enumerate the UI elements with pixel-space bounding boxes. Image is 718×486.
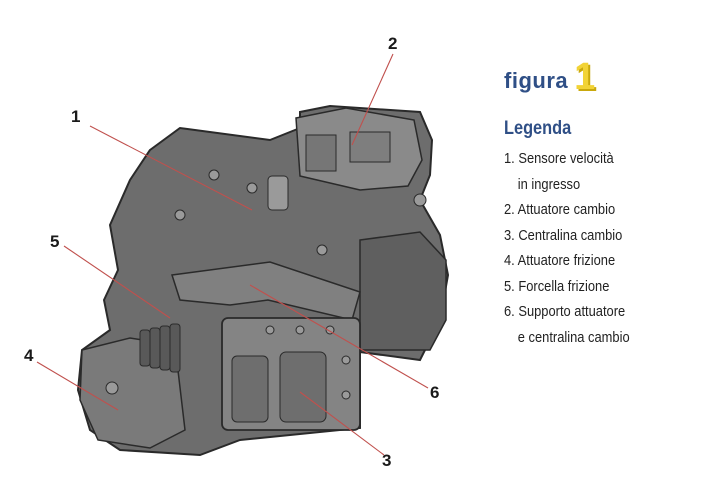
callout-4: 4 bbox=[24, 346, 34, 365]
legend-item-2: 2. Attuatore cambio bbox=[504, 201, 616, 218]
legend-item-6: 6. Supporto attuatore bbox=[504, 303, 626, 320]
callout-5: 5 bbox=[50, 232, 60, 251]
gearbox-body bbox=[76, 104, 450, 457]
legend-item-3: 3. Centralina cambio bbox=[504, 226, 623, 244]
callout-1: 1 bbox=[71, 107, 81, 126]
callout-6: 6 bbox=[430, 383, 440, 402]
legend-list: 1. Sensore velocità in ingresso 2. Attua… bbox=[504, 146, 630, 350]
callout-3: 3 bbox=[382, 451, 392, 470]
figure-label: figura bbox=[504, 68, 569, 93]
legend-title: Legenda bbox=[504, 118, 572, 139]
figure-number: 1 bbox=[574, 56, 596, 98]
legend-item-1: 1. Sensore velocità bbox=[504, 150, 614, 167]
figure-title: figura 1 bbox=[504, 56, 596, 98]
callout-2: 2 bbox=[388, 34, 398, 53]
legend-item-4: 4. Attuatore frizione bbox=[504, 252, 616, 269]
leader-lines bbox=[36, 53, 429, 456]
legend-item-1-continuation: in ingresso bbox=[517, 175, 581, 193]
legend-item-5: 5. Forcella frizione bbox=[504, 277, 610, 295]
legend-item-6-continuation: e centralina cambio bbox=[517, 328, 630, 346]
